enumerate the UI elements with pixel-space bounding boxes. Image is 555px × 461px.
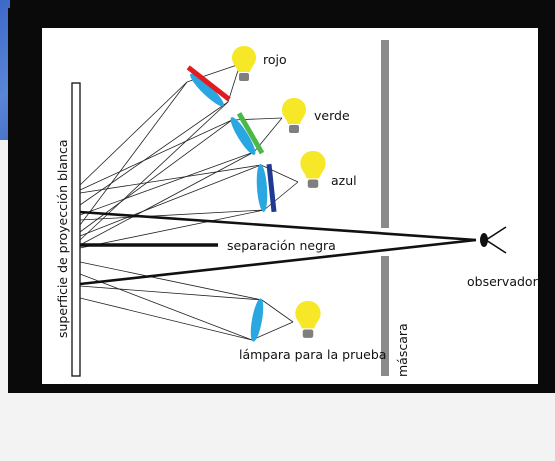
- blue-light-bulb-icon: [300, 151, 326, 188]
- blue-filter: [266, 163, 277, 213]
- red-label: rojo: [263, 52, 287, 67]
- green-label: verde: [314, 108, 350, 123]
- test-lamp-label: lámpara para la prueba: [239, 347, 387, 362]
- green-light-bulb-icon: [282, 98, 306, 133]
- observer-eye-icon: [480, 226, 507, 254]
- projection-surface: [71, 82, 81, 377]
- black-separation-label: separación negra: [227, 238, 336, 253]
- mask-label: máscara: [395, 323, 410, 377]
- test-lamp-rays: [79, 261, 294, 341]
- test-light-bulb-icon: [295, 301, 321, 338]
- observer-sight-lines: [79, 210, 477, 286]
- mask-upper: [381, 40, 389, 228]
- red-filter: [186, 65, 231, 102]
- red-lens: [190, 73, 224, 107]
- blue-lens: [256, 164, 268, 212]
- test-lamp-lens: [250, 298, 264, 342]
- projection-surface-label: superficie de proyección blanca: [55, 139, 70, 339]
- blue-label: azul: [331, 173, 357, 188]
- green-filter: [236, 112, 265, 155]
- observer-label: observador: [467, 274, 538, 289]
- green-lens: [230, 117, 256, 155]
- mask-lower: [381, 256, 389, 376]
- diagram-canvas: [42, 28, 538, 384]
- red-light-bulb-icon: [232, 46, 256, 81]
- blue-projection-rays: [79, 164, 299, 249]
